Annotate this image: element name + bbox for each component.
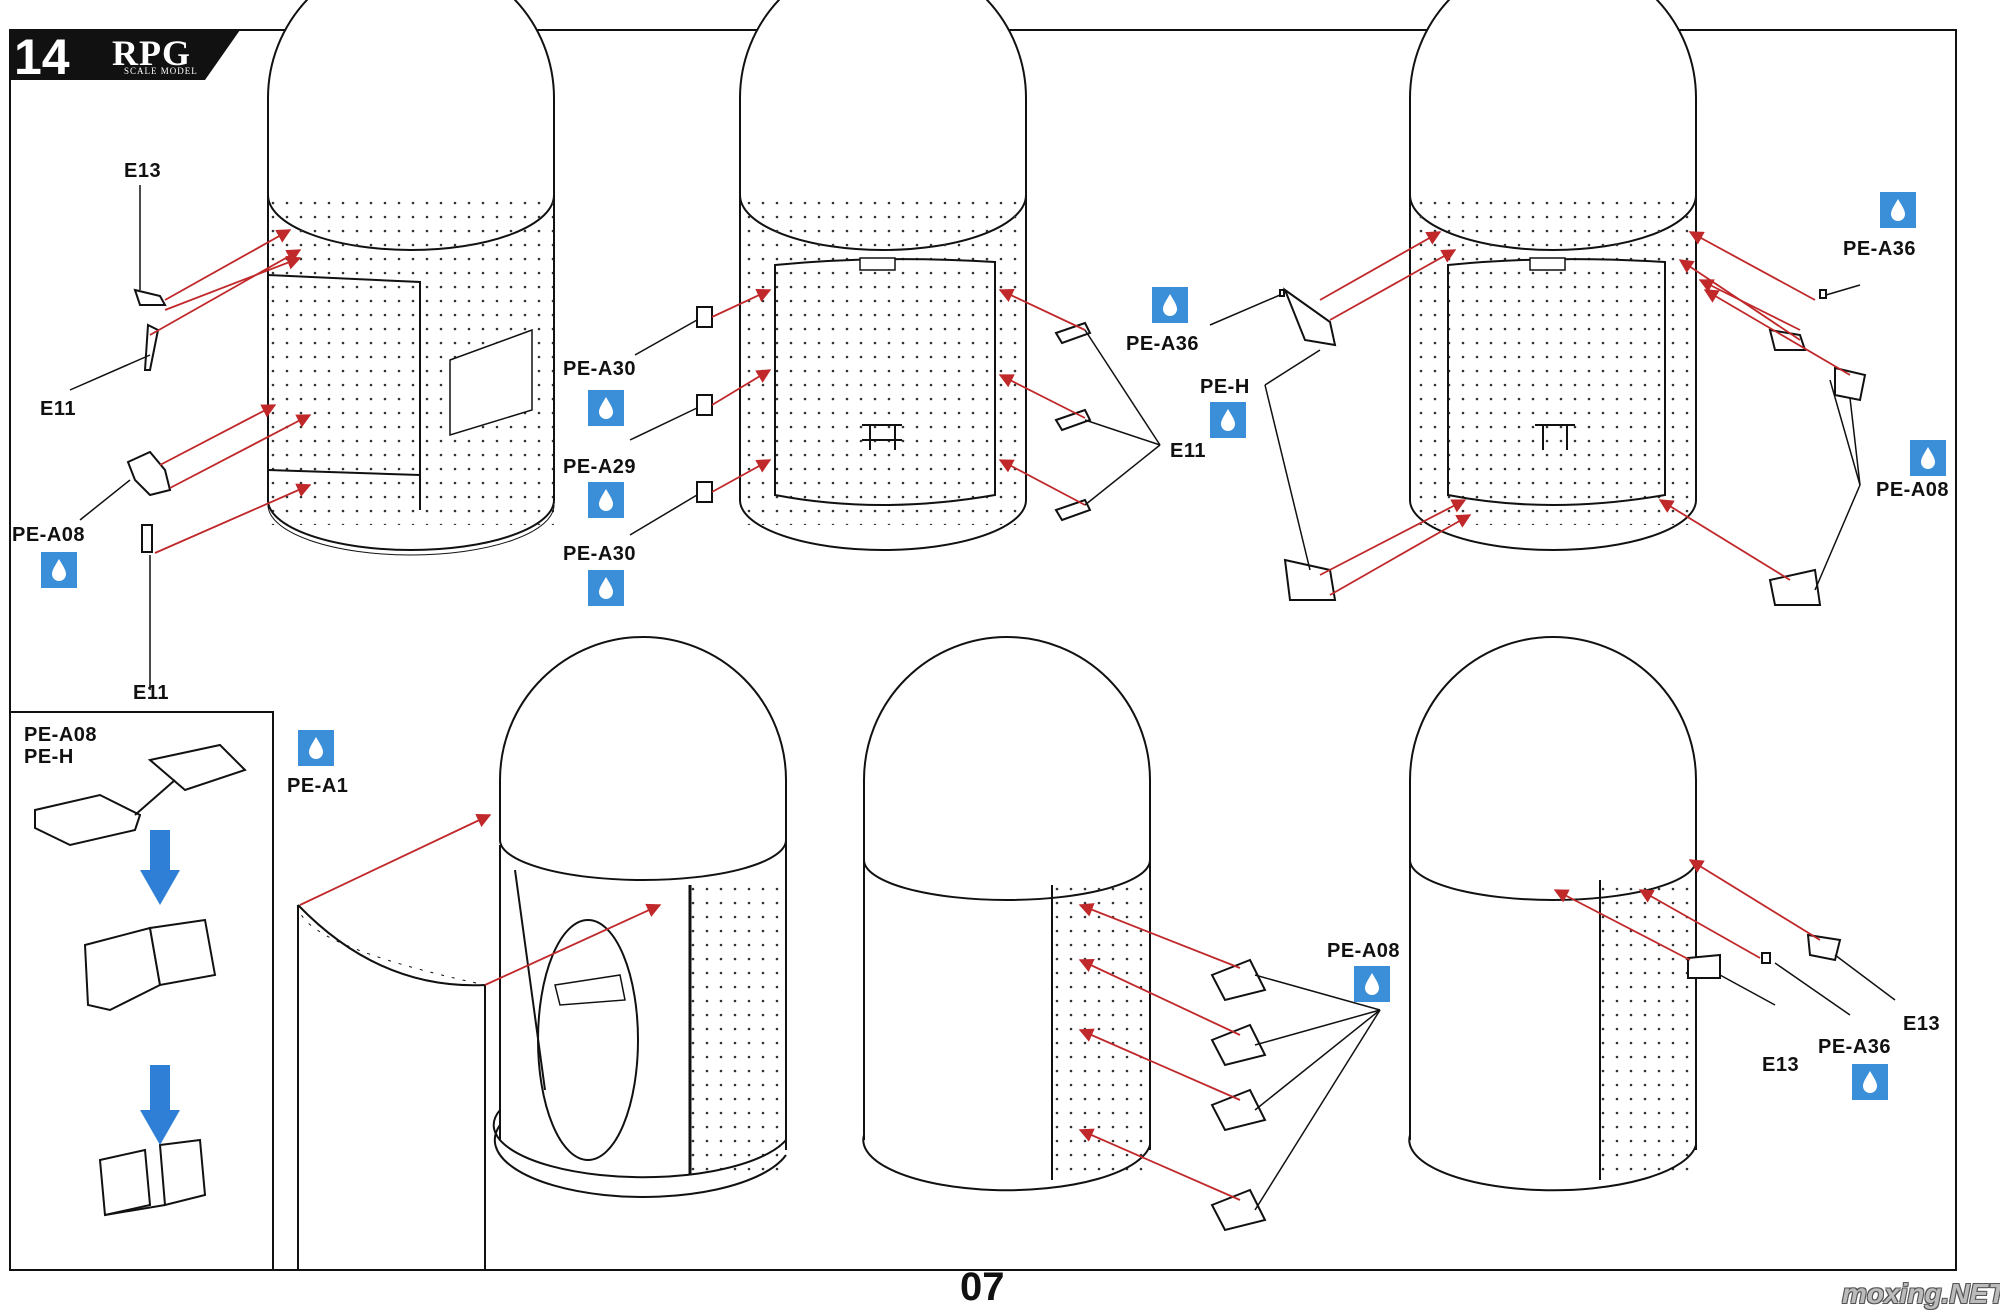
inset-drawing: [34, 743, 247, 1217]
label-pe-a08: PE-A08: [12, 524, 86, 546]
label-pe-a29: PE-A29: [563, 456, 637, 478]
label-pe-a30: PE-A30: [563, 543, 637, 565]
brand-logo: RPG: [112, 33, 191, 73]
inset-label-pe-a08: PE-A08: [24, 724, 98, 746]
page-number: 07: [960, 1265, 1005, 1309]
label-pe-a36: PE-A36: [1818, 1036, 1892, 1058]
assembly-arrows: [149, 229, 1851, 1201]
glue-drop-icon: [1210, 402, 1246, 438]
brand-subtitle: SCALE MODEL: [124, 66, 198, 76]
label-e13: E13: [1903, 1013, 1941, 1035]
tank-6: [1408, 636, 1697, 1192]
inset-label-pe-h: PE-H: [24, 746, 74, 768]
tank-1: [267, 0, 555, 556]
step-badge-bg: [10, 30, 240, 80]
glue-drop-icon: [1852, 1064, 1888, 1100]
label-pe-a1: PE-A1: [287, 775, 349, 797]
label-pe-a08: PE-A08: [1327, 940, 1401, 962]
pe-a1-wrap-sheet: [297, 904, 486, 1270]
glue-drop-icon: [1880, 192, 1916, 228]
leader-lines: [69, 185, 1896, 1211]
small-parts: [126, 287, 1867, 1232]
label-pe-a36: PE-A36: [1843, 238, 1917, 260]
glue-drop-icon: [1152, 287, 1188, 323]
label-e11: E11: [1170, 440, 1206, 462]
tank-5: [862, 636, 1151, 1192]
label-pe-h: PE-H: [1200, 376, 1250, 398]
glue-drop-icon: [588, 482, 624, 518]
label-e11: E11: [40, 398, 76, 420]
step-number: 14: [14, 29, 70, 85]
watermark: moxing.NET: [1842, 1278, 2000, 1309]
tank-3: [1409, 0, 1697, 551]
inset-arrows: [140, 830, 180, 1145]
inset-box: [9, 711, 274, 1271]
glue-drop-icon: [298, 730, 334, 766]
tank-2: [739, 0, 1027, 551]
label-e13: E13: [1762, 1054, 1800, 1076]
label-e11: E11: [133, 682, 169, 704]
label-e13: E13: [124, 160, 162, 182]
glue-drop-icon: [588, 570, 624, 606]
glue-drop-icon: [1354, 966, 1390, 1002]
label-pe-a30: PE-A30: [563, 358, 637, 380]
label-pe-a36: PE-A36: [1126, 333, 1200, 355]
glue-drop-icon: [41, 552, 77, 588]
tank-4: [492, 636, 787, 1199]
label-pe-a08: PE-A08: [1876, 479, 1950, 501]
glue-drop-icon: [588, 390, 624, 426]
glue-drop-icon: [1910, 440, 1946, 476]
